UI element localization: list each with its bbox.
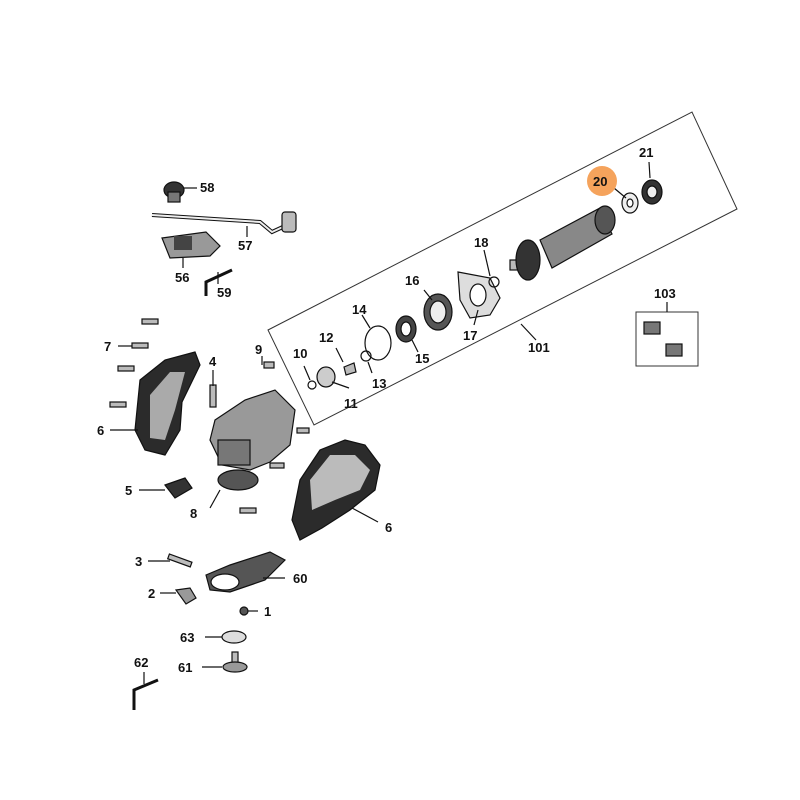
- part-6-housing-right[interactable]: [291, 439, 381, 541]
- label-101[interactable]: 101: [528, 340, 550, 355]
- part-58-knob[interactable]: [163, 181, 185, 203]
- housing-screws[interactable]: [239, 427, 310, 514]
- part-61-flange[interactable]: [222, 651, 248, 673]
- part-11-bearing-plate[interactable]: [316, 366, 336, 388]
- part-60-guard-clamp[interactable]: [205, 551, 286, 593]
- label-15[interactable]: 15: [415, 351, 429, 366]
- label-18[interactable]: 18: [474, 235, 488, 250]
- leader-lines: [110, 161, 668, 684]
- part-62-hex-key[interactable]: [132, 678, 159, 710]
- label-7[interactable]: 7: [104, 339, 111, 354]
- part-15-bearing[interactable]: [395, 315, 417, 343]
- part-armature[interactable]: [509, 205, 616, 281]
- label-20[interactable]: 20: [593, 174, 607, 189]
- label-58[interactable]: 58: [200, 180, 214, 195]
- label-56[interactable]: 56: [175, 270, 189, 285]
- label-5[interactable]: 5: [125, 483, 132, 498]
- part-labels: 58 57 56 59 7 4 9 6 5 8 6 3 2 60 1 63 61…: [97, 145, 676, 675]
- label-13[interactable]: 13: [372, 376, 386, 391]
- label-60[interactable]: 60: [293, 571, 307, 586]
- part-5-switch[interactable]: [164, 477, 193, 499]
- label-61[interactable]: 61: [178, 660, 192, 675]
- part-10-washer[interactable]: [307, 380, 317, 390]
- part-21-bearing[interactable]: [641, 179, 663, 205]
- part-103-brushes[interactable]: [643, 321, 683, 357]
- part-57-rod[interactable]: [151, 211, 297, 235]
- label-6-right[interactable]: 6: [385, 520, 392, 535]
- armature-group-box: [267, 111, 738, 426]
- part-17-baffle-plate[interactable]: [457, 271, 501, 319]
- label-10[interactable]: 10: [293, 346, 307, 361]
- label-103[interactable]: 103: [654, 286, 676, 301]
- label-21[interactable]: 21: [639, 145, 653, 160]
- highlight-circle: [587, 166, 617, 196]
- part-18-ring[interactable]: [488, 276, 500, 288]
- part-13-circlip[interactable]: [360, 350, 372, 362]
- part-2-bracket[interactable]: [174, 587, 197, 605]
- label-17[interactable]: 17: [463, 328, 477, 343]
- label-62[interactable]: 62: [134, 655, 148, 670]
- label-6-left[interactable]: 6: [97, 423, 104, 438]
- part-1-nut[interactable]: [239, 606, 249, 616]
- label-8[interactable]: 8: [190, 506, 197, 521]
- label-16[interactable]: 16: [405, 273, 419, 288]
- part-4-screw[interactable]: [209, 384, 217, 408]
- part-14-o-ring[interactable]: [364, 325, 392, 361]
- label-12[interactable]: 12: [319, 330, 333, 345]
- label-9[interactable]: 9: [255, 342, 262, 357]
- part-16-gear[interactable]: [423, 293, 453, 331]
- label-63[interactable]: 63: [180, 630, 194, 645]
- label-2[interactable]: 2: [148, 586, 155, 601]
- part-7-screws[interactable]: [109, 318, 159, 408]
- part-12-key[interactable]: [343, 362, 357, 376]
- part-3-screw[interactable]: [166, 553, 193, 568]
- label-59[interactable]: 59: [217, 285, 231, 300]
- part-6-housing-left[interactable]: [134, 351, 201, 456]
- label-4[interactable]: 4: [209, 354, 217, 369]
- label-11[interactable]: 11: [344, 396, 358, 411]
- label-3[interactable]: 3: [135, 554, 142, 569]
- part-59-hex-key[interactable]: [204, 268, 233, 296]
- brush-group-box: [635, 311, 699, 367]
- label-57[interactable]: 57: [238, 238, 252, 253]
- label-14[interactable]: 14: [352, 302, 367, 317]
- part-63-washer[interactable]: [221, 630, 247, 644]
- part-8-gear-housing[interactable]: [209, 389, 296, 491]
- part-56-clamp[interactable]: [161, 231, 221, 259]
- label-1[interactable]: 1: [264, 604, 271, 619]
- part-9-screw[interactable]: [263, 361, 275, 369]
